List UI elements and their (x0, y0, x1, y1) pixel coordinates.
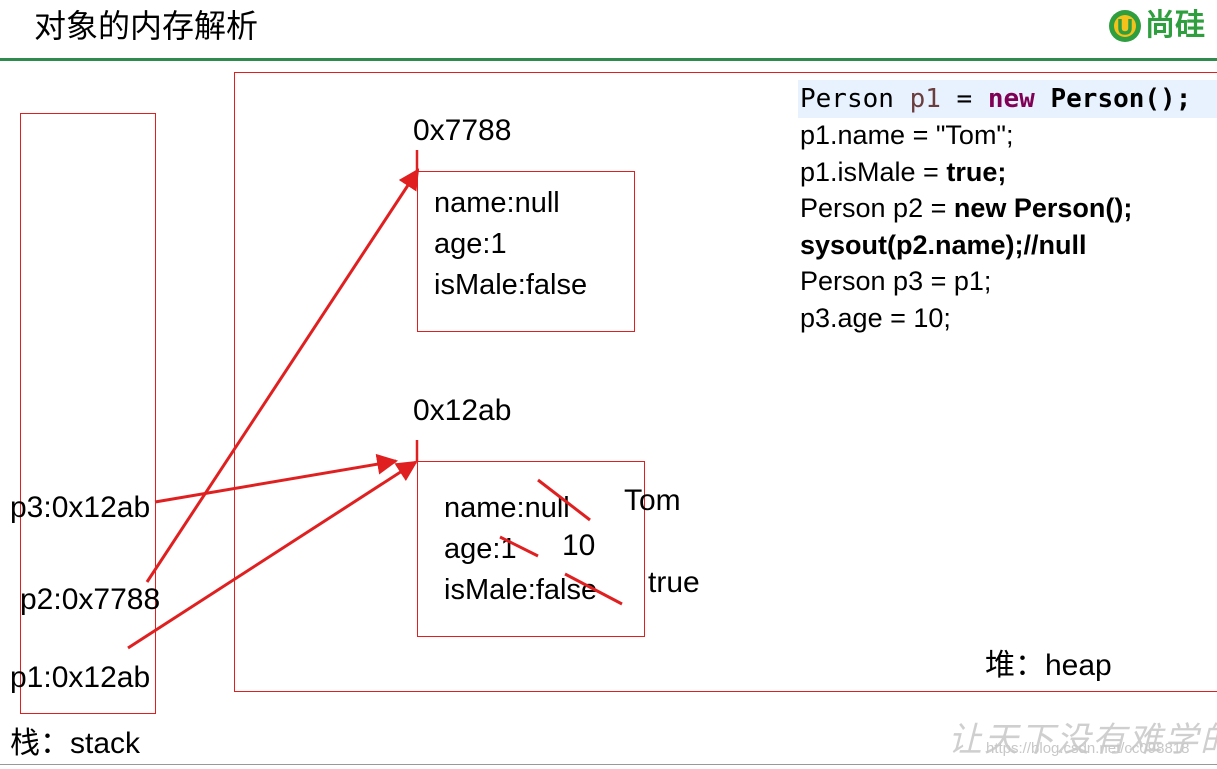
stack-var-p2: p2:0x7788 (20, 583, 161, 616)
object2-new-age: 10 (562, 529, 596, 562)
code-line-4: Person p2 = new Person(); (800, 190, 1132, 226)
strike-age-1 (499, 535, 539, 558)
object2-new-ismale: true (648, 566, 700, 599)
heap-label: 堆：heap (985, 649, 1112, 682)
stack-region (20, 113, 156, 714)
p3-reference-arrow (154, 453, 399, 504)
stack-label: 栈：stack (10, 727, 141, 760)
watermark-slogan: 让天下没有难学的技 (948, 720, 1217, 760)
code-line-4-bold: new Person(); (953, 193, 1133, 223)
heap-region (234, 72, 1217, 692)
stack-var-p1: p1:0x12ab (10, 661, 151, 694)
brand-logo: 尚硅 (1108, 6, 1205, 46)
heap-object-0x12ab (417, 461, 645, 637)
code-line-4-pre: Person p2 = (800, 193, 954, 223)
code-line-5: sysout(p2.name);//null (800, 230, 1087, 260)
code-line-3-pre: p1.isMale = (800, 157, 947, 187)
object2-field-ismale: isMale:false (444, 574, 598, 606)
object2-address: 0x12ab (413, 394, 512, 427)
object2-field-name: name:null (444, 492, 570, 524)
heap-object-0x7788 (417, 171, 635, 332)
header-divider (0, 58, 1217, 61)
code-eq: = (940, 84, 988, 114)
object2-new-name: Tom (624, 484, 681, 517)
code-line-7: p3.age = 10; (800, 303, 951, 333)
strike-name-null (537, 478, 591, 522)
code-keyword-new: new (987, 84, 1035, 114)
object1-address: 0x7788 (413, 114, 512, 147)
code-constructor: Person(); (1050, 84, 1192, 114)
code-line-3: p1.isMale = true; (800, 154, 1006, 190)
logo-text: 尚硅 (1145, 9, 1205, 42)
p1-reference-arrow (127, 460, 418, 650)
code-line-1: Person p1 = new Person(); (798, 80, 1217, 118)
object1-field-age: age:1 (434, 228, 507, 260)
object1-field-name: name:null (434, 187, 560, 219)
watermark-url: https://blog.csdn.net/cc098818 (986, 740, 1190, 757)
code-line-6: Person p3 = p1; (800, 266, 992, 296)
stack-var-p3: p3:0x12ab (10, 491, 151, 524)
code-var: p1 (909, 84, 941, 114)
page-title: 对象的内存解析 (34, 8, 259, 44)
p2-reference-arrow (145, 168, 420, 583)
logo-mark-icon (1109, 10, 1141, 42)
strike-ismale-false (564, 572, 623, 606)
object1-field-ismale: isMale:false (434, 269, 588, 301)
code-line-3-bold: true; (946, 157, 1007, 187)
code-type: Person (800, 84, 894, 114)
code-line-2: p1.name = "Tom"; (800, 120, 1014, 150)
footer-divider (0, 764, 1217, 765)
